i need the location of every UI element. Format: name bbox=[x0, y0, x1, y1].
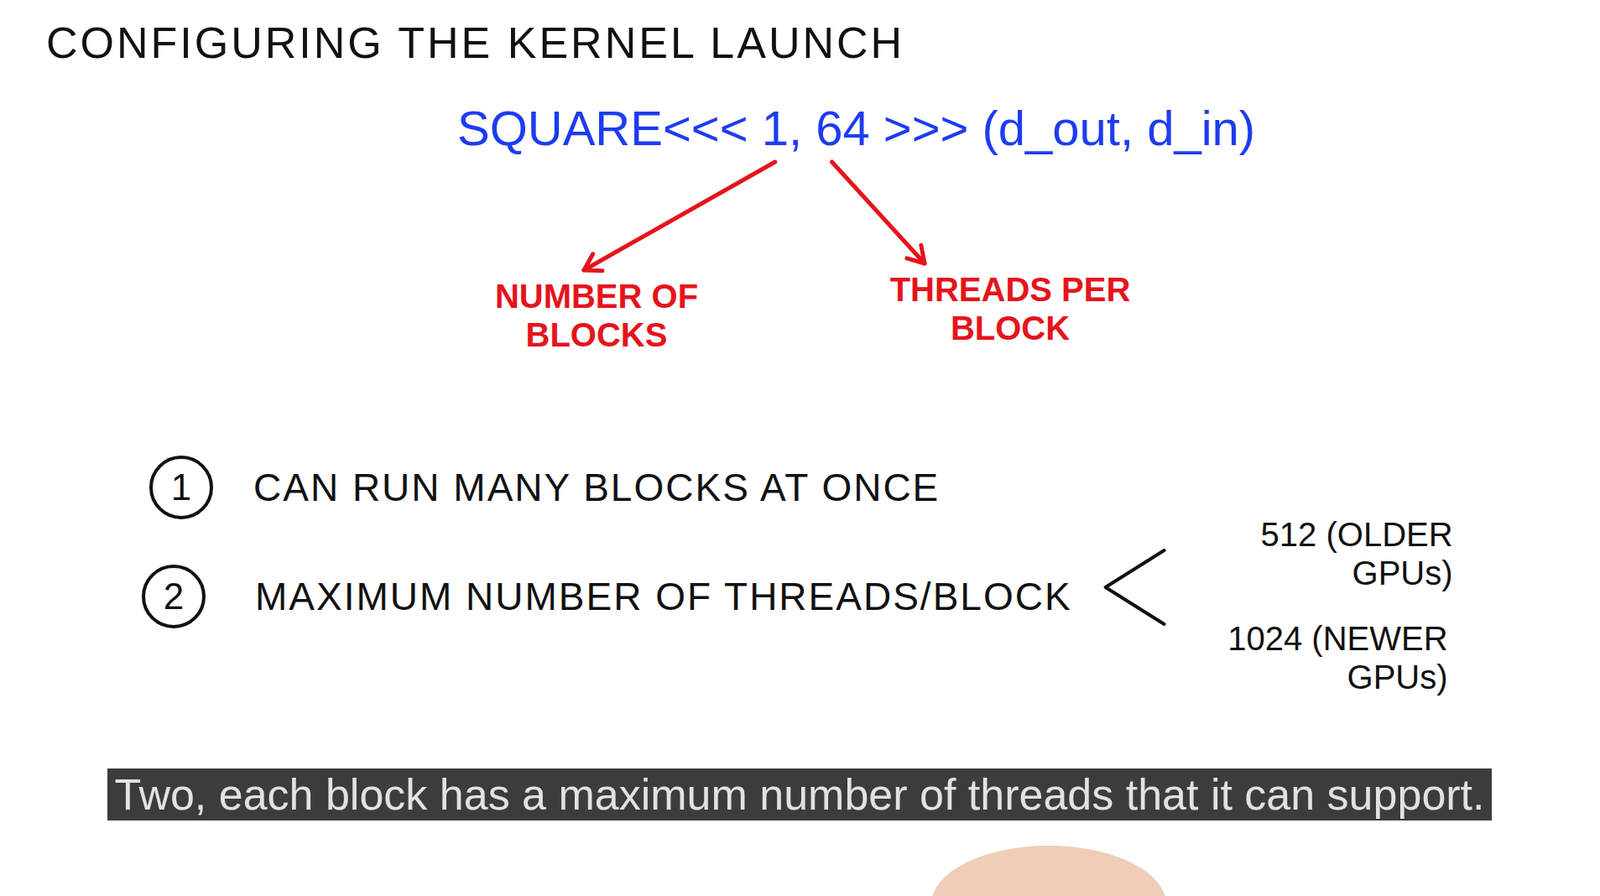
limit-value: 512 (OLDER GPUs) bbox=[1193, 515, 1454, 593]
leader-arrow bbox=[832, 161, 926, 264]
kernel-call: SQUARE<<< 1, 64 >>> (d_out, d_in) bbox=[457, 100, 1256, 157]
leader-arrow bbox=[583, 161, 776, 271]
subtitle: Two, each block has a maximum number of … bbox=[107, 768, 1491, 821]
arrowhead bbox=[906, 244, 925, 264]
limit-value: 1024 (NEWER GPUs) bbox=[1179, 619, 1449, 697]
callout-number: 1 bbox=[171, 469, 192, 506]
annotation: THREADS PER BLOCK bbox=[867, 270, 1153, 348]
numbered-circle: 1 bbox=[147, 453, 215, 522]
point-text: MAXIMUM NUMBER OF THREADS/BLOCK bbox=[255, 574, 1073, 620]
arrowhead bbox=[583, 254, 603, 272]
title: CONFIGURING THE KERNEL LAUNCH bbox=[46, 18, 905, 69]
annotation: NUMBER OF BLOCKS bbox=[470, 276, 723, 355]
callout-number: 2 bbox=[163, 578, 184, 615]
leader-arrows bbox=[583, 161, 925, 272]
numbered-circle: 2 bbox=[140, 562, 208, 631]
hand bbox=[931, 845, 1167, 896]
circle-outline bbox=[151, 457, 212, 518]
subtitle-band: Two, each block has a maximum number of … bbox=[86, 765, 1513, 835]
bracket bbox=[1105, 550, 1165, 625]
circle-outline bbox=[143, 566, 204, 627]
point-text: CAN RUN MANY BLOCKS AT ONCE bbox=[253, 465, 940, 511]
